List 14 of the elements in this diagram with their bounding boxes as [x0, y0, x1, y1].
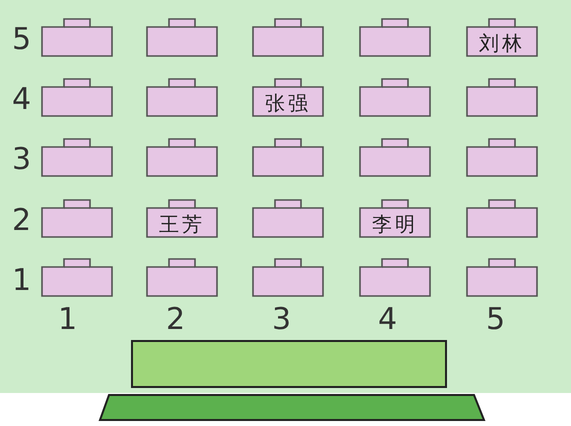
student-name: 张强: [264, 90, 312, 117]
column-number: 1: [58, 305, 78, 335]
column-number: 4: [378, 305, 398, 335]
column-number: 5: [486, 305, 506, 335]
row-number: 4: [12, 85, 32, 115]
student-name: 刘林: [478, 30, 526, 57]
row-number: 3: [12, 145, 32, 175]
student-name: 王芳: [158, 211, 206, 238]
row-number: 2: [12, 206, 32, 236]
row-number: 5: [12, 25, 32, 55]
student-name: 李明: [371, 211, 419, 238]
row-number: 1: [12, 266, 32, 296]
column-number: 2: [166, 305, 186, 335]
column-number: 3: [272, 305, 292, 335]
